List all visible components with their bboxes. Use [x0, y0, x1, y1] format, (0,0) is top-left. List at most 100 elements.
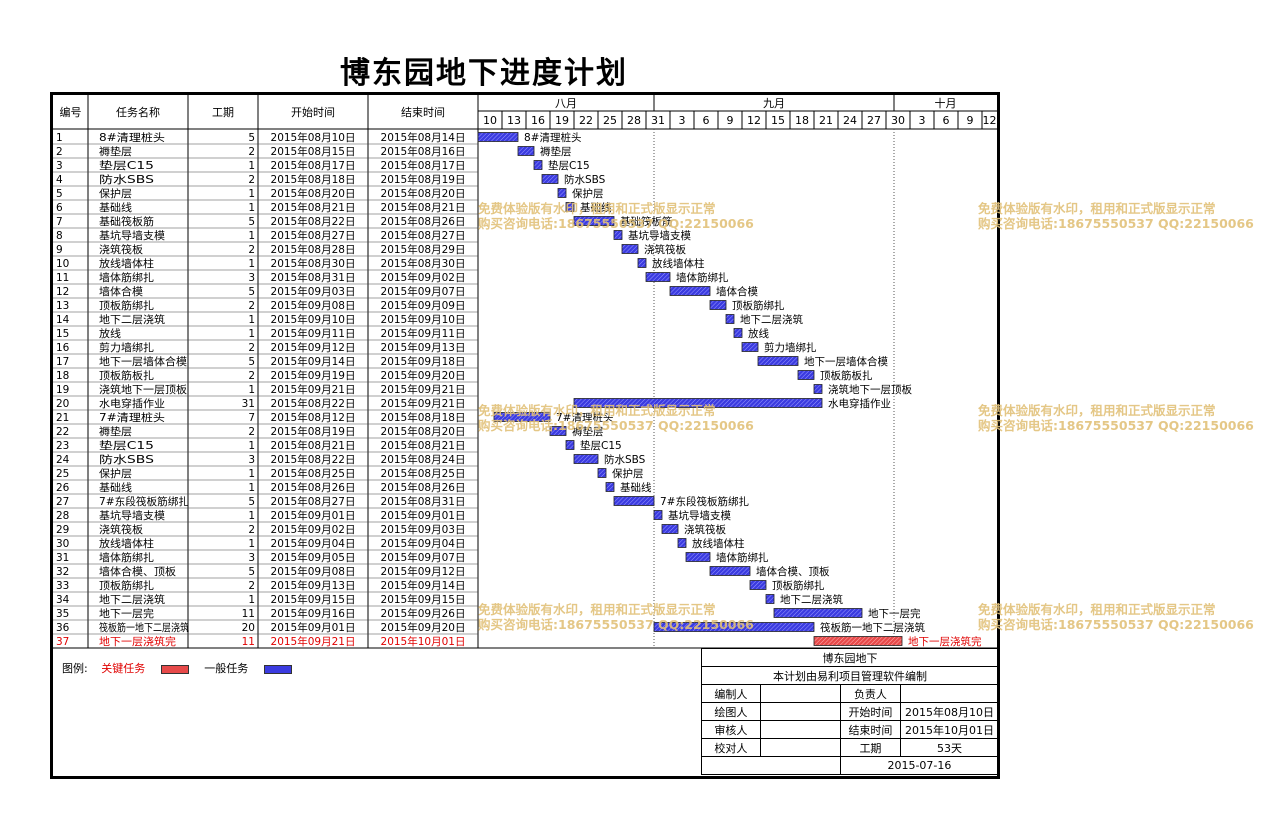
- task-start: 2015年09月01日: [271, 621, 356, 634]
- month-label: 九月: [763, 97, 785, 110]
- task-bar-label: 地下二层浇筑: [780, 593, 843, 606]
- task-bar: [669, 286, 711, 296]
- task-end: 2015年08月29日: [381, 243, 466, 256]
- task-id: 30: [56, 538, 69, 550]
- day-tick-label: 16: [531, 114, 545, 127]
- task-start: 2015年08月27日: [271, 495, 356, 508]
- task-start: 2015年08月12日: [271, 411, 356, 424]
- day-tick-label: 25: [603, 114, 617, 127]
- task-bar-label: 地下一层浇筑完: [908, 635, 982, 648]
- task-end: 2015年09月21日: [381, 397, 466, 410]
- task-start: 2015年08月25日: [271, 467, 356, 480]
- task-bar: [565, 202, 575, 212]
- task-duration: 3: [248, 454, 255, 466]
- task-end: 2015年08月20日: [381, 187, 466, 200]
- task-id: 26: [56, 482, 70, 494]
- info-end-value: 2015年10月01日: [900, 720, 999, 739]
- task-name: 墙体筋绑扎: [99, 551, 155, 564]
- info-blank: [701, 756, 841, 775]
- task-id: 13: [56, 300, 69, 312]
- task-duration: 1: [248, 482, 255, 494]
- task-name: 浇筑筏板: [99, 523, 144, 536]
- info-drawer-label: 绘图人: [701, 702, 761, 721]
- task-id: 2: [56, 146, 63, 158]
- task-start: 2015年09月03日: [271, 285, 356, 298]
- task-id: 4: [56, 174, 63, 186]
- task-end: 2015年08月31日: [381, 495, 466, 508]
- task-id: 28: [56, 510, 69, 522]
- task-start: 2015年09月02日: [271, 523, 356, 536]
- task-bar: [605, 482, 615, 492]
- task-name: 地下一层浇筑完: [99, 635, 177, 648]
- task-bar-label: 7#清理桩头: [556, 411, 613, 424]
- project-info-table: 博东园地下 本计划由易利项目管理软件编制 编制人 负责人 绘图人 开始时间 20…: [701, 648, 1000, 775]
- task-duration: 1: [248, 258, 255, 270]
- task-duration: 7: [248, 412, 255, 424]
- task-duration: 5: [248, 216, 255, 228]
- task-duration: 1: [248, 468, 255, 480]
- task-name: 防水SBS: [99, 453, 154, 466]
- task-bar-label: 浇筑筏板: [684, 523, 726, 536]
- task-bar-label: 顶板筋绑扎: [772, 579, 825, 592]
- task-bar: [709, 300, 727, 310]
- task-end: 2015年08月26日: [381, 481, 466, 494]
- task-start: 2015年08月17日: [271, 159, 356, 172]
- task-id: 14: [56, 314, 70, 326]
- task-bar: [725, 314, 735, 324]
- task-id: 31: [56, 552, 69, 564]
- task-duration: 1: [248, 314, 255, 326]
- task-bar: [773, 608, 863, 618]
- task-bar-label: 地下一层完: [868, 607, 921, 620]
- gantt-frame: [50, 92, 1000, 779]
- day-tick-label: 30: [891, 114, 905, 127]
- task-bar: [637, 258, 647, 268]
- day-tick-label: 28: [627, 114, 641, 127]
- task-bar-label: 基础线: [620, 481, 652, 494]
- day-tick-label: 12: [983, 114, 997, 127]
- task-duration: 2: [248, 426, 255, 438]
- task-end: 2015年09月11日: [381, 327, 466, 340]
- task-bar: [741, 342, 759, 352]
- task-name: 墙体合模: [99, 285, 144, 298]
- task-end: 2015年09月03日: [381, 523, 466, 536]
- task-end: 2015年08月21日: [381, 439, 466, 452]
- task-name: 防水SBS: [99, 173, 154, 186]
- task-duration: 2: [248, 580, 255, 592]
- task-id: 27: [56, 496, 69, 508]
- task-end: 2015年09月20日: [381, 369, 466, 382]
- task-duration: 31: [242, 398, 255, 410]
- task-name: 基础筏板筋: [99, 215, 154, 228]
- task-name: 水电穿插作业: [99, 397, 165, 410]
- task-name: 基坑导墙支模: [99, 509, 166, 522]
- task-duration: 11: [242, 608, 255, 620]
- task-bar: [797, 370, 815, 380]
- task-name: 基础线: [99, 481, 133, 494]
- task-name: 褥垫层: [99, 145, 132, 158]
- task-id: 18: [56, 370, 69, 382]
- task-bar-label: 墙体合模: [716, 285, 758, 298]
- task-name: 7#东段筏板筋绑扎: [99, 495, 189, 508]
- day-tick-label: 6: [703, 114, 710, 127]
- task-start: 2015年08月18日: [271, 173, 356, 186]
- task-duration: 1: [248, 188, 255, 200]
- task-start: 2015年09月05日: [271, 551, 356, 564]
- task-bar: [813, 384, 823, 394]
- day-tick-label: 3: [919, 114, 926, 127]
- task-bar-label: 地下二层浇筑: [740, 313, 803, 326]
- task-end: 2015年09月10日: [381, 313, 466, 326]
- task-name: 保护层: [99, 187, 132, 200]
- task-end: 2015年08月14日: [381, 131, 466, 144]
- task-name: 保护层: [99, 467, 132, 480]
- task-bar-label: 8#清理桩头: [524, 131, 581, 144]
- info-drawer-value: [759, 702, 841, 721]
- task-end: 2015年08月19日: [381, 173, 466, 186]
- task-name: 浇筑地下一层顶板: [99, 383, 188, 396]
- info-end-label: 结束时间: [839, 720, 902, 739]
- task-name: 顶板筋板扎: [99, 369, 155, 382]
- task-duration: 3: [248, 552, 255, 564]
- task-start: 2015年09月14日: [271, 355, 356, 368]
- task-end: 2015年08月30日: [381, 257, 466, 270]
- day-tick-label: 27: [867, 114, 881, 127]
- info-checker-label: 校对人: [701, 738, 761, 757]
- task-id: 6: [56, 202, 63, 214]
